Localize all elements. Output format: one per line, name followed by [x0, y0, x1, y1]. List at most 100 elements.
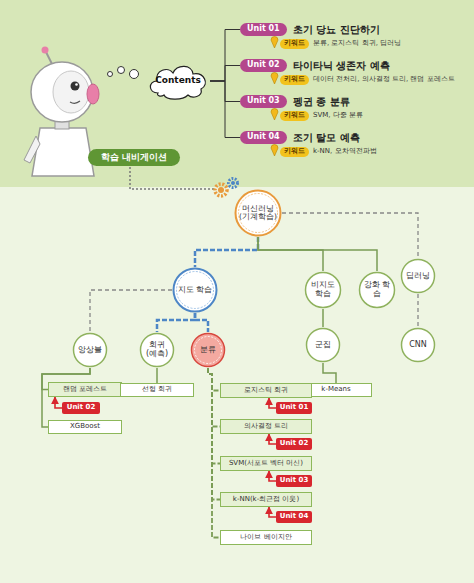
algorithm-box: 랜덤 포레스트: [48, 382, 122, 397]
node-label: 의사결정 트리: [244, 423, 288, 431]
node-label: SVM(서포트 벡터 머신): [229, 460, 303, 468]
unit-tag: Unit 02: [62, 402, 100, 414]
background-shape: [0, 0, 474, 187]
algorithm-box: 의사결정 트리: [220, 419, 312, 434]
keyword-pins-part: [271, 145, 278, 156]
gear-icons-part: [231, 181, 235, 185]
node-label: k-NN(k-최근접 이웃): [233, 496, 299, 504]
robot-illustration-part: [53, 71, 89, 113]
thought-bubbles-part: [118, 67, 125, 74]
robot-illustration-part: [32, 128, 94, 176]
node-label: 회귀 (예측): [144, 341, 170, 359]
unit-row: Unit 01 초기 당뇨 진단하기: [240, 22, 460, 37]
unit-tag-text: Unit 02: [280, 440, 309, 448]
shape-part: [402, 260, 435, 293]
node-label: 나이브 베이지안: [240, 534, 291, 542]
unit-title: 초기 당뇨 진단하기: [293, 24, 380, 35]
keyword-list: 데이터 전처리, 의사결정 트리, 랜덤 포레스트: [313, 76, 455, 84]
node-label: 선형 회귀: [142, 386, 172, 394]
shape-part: [307, 329, 340, 362]
unit-tag-text: Unit 02: [67, 404, 96, 412]
robot-illustration-part: [42, 47, 49, 54]
category-circle: 머신러닝 (기계학습): [234, 189, 282, 237]
unit-number: Unit 01: [240, 23, 287, 36]
keyword-pins-part: [271, 109, 278, 121]
contents-cloud: Contents: [146, 62, 210, 100]
unit-tag-text: Unit 03: [280, 477, 309, 485]
node-label: 딥러닝: [406, 272, 430, 281]
node-label: 로지스틱 회귀: [244, 387, 288, 395]
connector: [42, 368, 90, 427]
keyword-tag: 키워드: [280, 39, 309, 48]
keyword-tag: 키워드: [280, 75, 309, 84]
gear-icons-part: [229, 179, 238, 188]
thought-bubbles-part: [108, 72, 113, 77]
shape-part: [150, 66, 205, 99]
node-label: XGBoost: [70, 423, 100, 431]
connector: [323, 363, 336, 383]
unit-number: Unit 02: [240, 59, 287, 72]
node-label: k-Means: [321, 386, 350, 394]
shape-part: [177, 272, 214, 309]
unit-title: 조기 탈모 예측: [293, 132, 360, 143]
connector: [55, 397, 62, 408]
gear-icons: [215, 179, 238, 197]
shape-part: [306, 273, 341, 308]
category-circle: 분류: [190, 332, 226, 368]
unit-number: Unit 04: [240, 131, 287, 144]
connector: [282, 213, 418, 258]
robot-illustration-part: [46, 52, 52, 64]
guide-line-part: [130, 167, 214, 189]
connector: [269, 471, 276, 481]
connector: [208, 368, 220, 538]
robot-illustration-part: [70, 101, 80, 103]
node-label: 머신러닝 (기계학습): [239, 205, 277, 222]
connector: [269, 434, 276, 444]
robot-illustration-part: [87, 84, 99, 104]
connector: [417, 294, 418, 327]
category-circle: 군집: [305, 327, 341, 363]
node-label: 앙상블: [78, 346, 102, 355]
cloud-text: Contents: [155, 76, 201, 86]
node-label: 랜덤 포레스트: [63, 386, 107, 394]
connector: [208, 368, 220, 427]
guide-line: [130, 167, 214, 189]
keyword-list: k-NN, 오차역전파법: [313, 148, 377, 156]
algorithm-box: 로지스틱 회귀: [220, 383, 312, 398]
connector: [208, 368, 220, 464]
shape-part: [402, 329, 435, 362]
unit-tag: Unit 04: [276, 511, 312, 523]
category-circle: 회귀 (예측): [139, 332, 175, 368]
keyword-pins-part: [271, 73, 278, 85]
robot-illustration-part: [75, 83, 78, 86]
connector: [210, 30, 240, 82]
shape-part: [174, 269, 217, 312]
algorithm-box: k-NN(k-최근접 이웃): [220, 492, 312, 507]
unit-title: 펭귄 종 분류: [293, 96, 350, 107]
background-shape: [0, 187, 474, 583]
unit-row: Unit 03펭귄 종 분류: [240, 94, 460, 109]
connector: [322, 309, 324, 327]
keyword-row: 키워드k-NN, 오차역전파법: [280, 146, 470, 158]
category-circle: 강화 학습: [358, 271, 396, 309]
unit-row: Unit 04 조기 탈모 예측: [240, 130, 460, 145]
category-circle: 비지도 학습: [304, 271, 342, 309]
connector: [208, 368, 220, 500]
robot-illustration-part: [31, 62, 93, 122]
connector: [208, 368, 220, 391]
algorithm-box: 선형 회귀: [120, 383, 194, 397]
shape-part: [74, 334, 107, 367]
keyword-pins-part: [271, 37, 278, 49]
node-label: CNN: [409, 341, 427, 350]
node-label: 강화 학습: [363, 281, 391, 299]
category-circle: CNN: [400, 327, 436, 363]
shape-part: [239, 194, 278, 233]
shape-part: [236, 191, 281, 236]
connector: [210, 81, 240, 138]
keyword-list: SVM, 다중 분류: [313, 112, 363, 120]
robot-illustration-part: [71, 82, 80, 91]
category-circle: 앙상블: [72, 332, 108, 368]
shape-part: [192, 334, 225, 367]
unit-tag: Unit 02: [276, 438, 312, 450]
shape-part: [360, 273, 395, 308]
